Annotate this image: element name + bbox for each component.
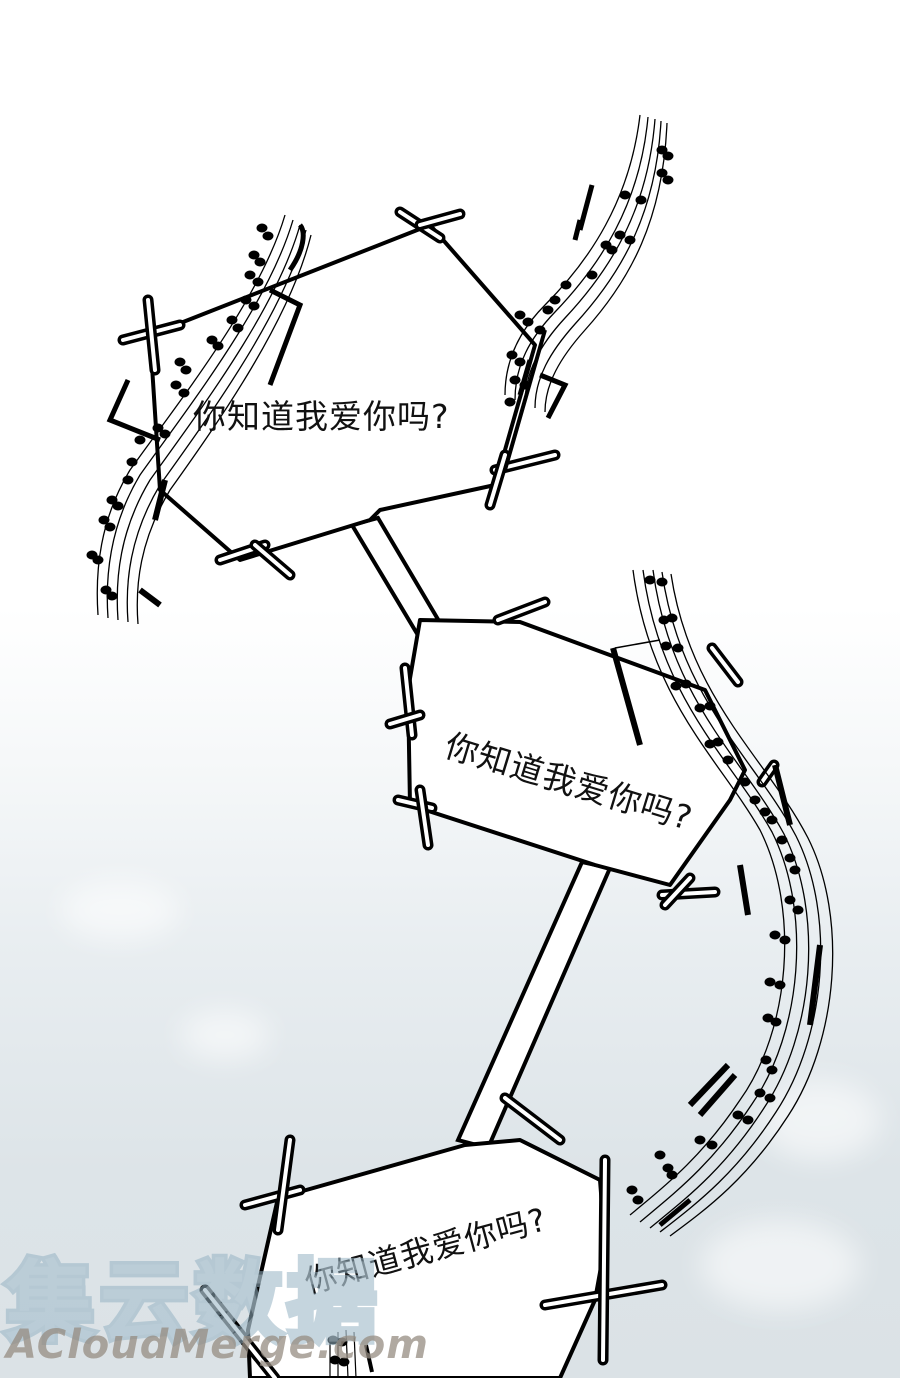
sign-board-top bbox=[117, 206, 561, 581]
cloud-blob bbox=[180, 1010, 270, 1060]
music-staff-right-arc bbox=[610, 569, 834, 1237]
watermark-latin: ACloudMerge.com bbox=[6, 1322, 429, 1368]
sign-board-bottom bbox=[199, 1092, 668, 1378]
sign-top-text: 你知道我爱你吗? bbox=[193, 397, 450, 436]
cloud-blob bbox=[60, 880, 180, 940]
sign-board-middle bbox=[384, 596, 780, 911]
cloud-blob bbox=[700, 1220, 860, 1310]
music-staff-top-right bbox=[503, 114, 674, 471]
music-staff-bottom-small bbox=[327, 1329, 374, 1378]
connector-beam-lower bbox=[455, 859, 613, 1151]
watermark-chinese: 集云数据 bbox=[2, 1248, 383, 1358]
music-staff-left bbox=[86, 214, 312, 625]
cloud-blob bbox=[760, 1080, 880, 1160]
